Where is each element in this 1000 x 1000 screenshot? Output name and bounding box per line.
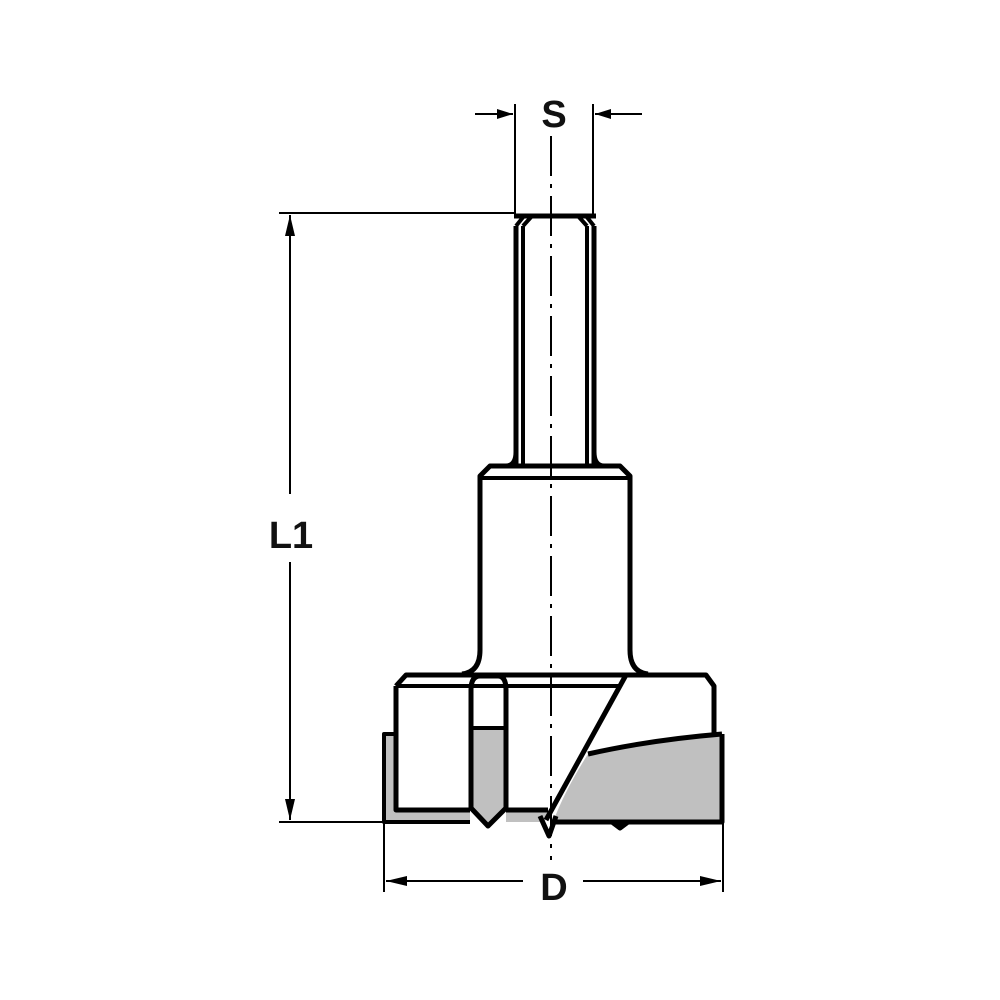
cutting-edge-fills: [384, 728, 720, 824]
dimension-label-s: S: [541, 94, 566, 136]
dimension-d: [383, 822, 724, 892]
dimension-s: [475, 104, 642, 216]
dimension-label-l1: L1: [269, 515, 313, 557]
dimension-l1: [279, 212, 514, 823]
dimension-label-d: D: [540, 867, 567, 909]
shank: [513, 213, 597, 466]
body-neck: [461, 451, 649, 677]
